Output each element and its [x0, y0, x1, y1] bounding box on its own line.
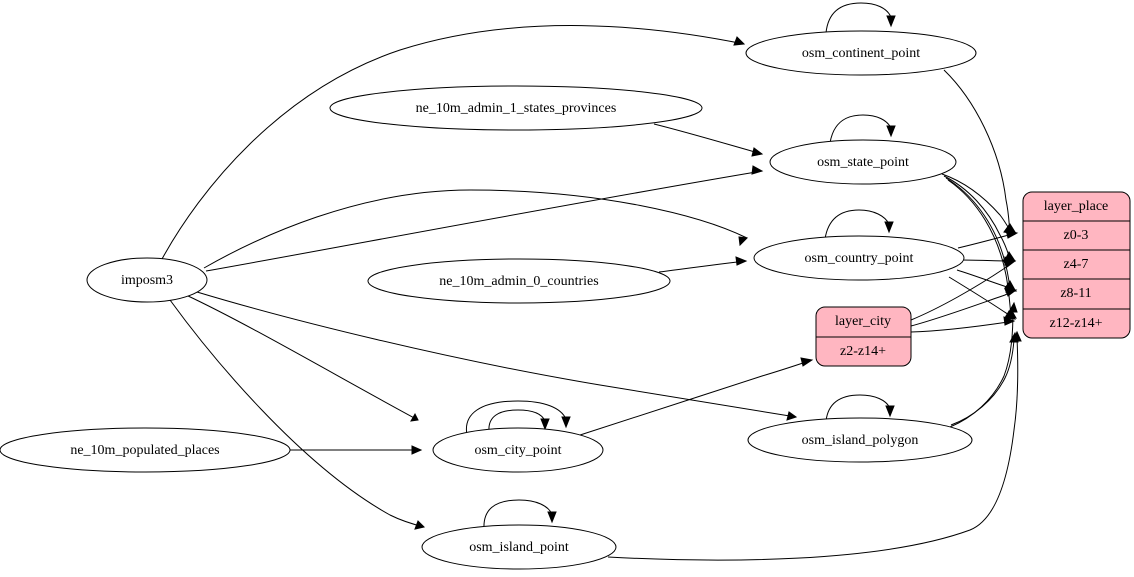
edge-ne_10m_populated_places-to-osm_city_point: [290, 445, 423, 455]
record-row-layer_city-z2-z14[interactable]: z2-z14+: [840, 344, 886, 359]
record-node-layer_city[interactable]: layer_city z2-z14+: [815, 306, 912, 367]
edges-layer: [161, 2, 1022, 561]
node-osm_country_point[interactable]: osm_country_point: [753, 235, 965, 281]
edge-osm_city_point-self-loop-inner: [488, 409, 550, 432]
edge-imposm3-to-osm_continent_point: [161, 25, 746, 260]
node-label-osm_continent_point: osm_continent_point: [802, 46, 920, 61]
edge-osm_continent_point-to-layer_place-z0-3: [943, 69, 1015, 235]
node-ne_10m_populated_places[interactable]: ne_10m_populated_places: [0, 427, 291, 473]
edge-layer_city-to-layer_place-z4-7: [910, 259, 1017, 321]
node-osm_city_point[interactable]: osm_city_point: [432, 427, 604, 473]
edge-osm_island_point-self-loop: [483, 499, 557, 530]
record-row-layer_place-z12-z14[interactable]: z12-z14+: [1050, 316, 1103, 331]
edge-ne_10m_admin_0_countries-to-osm_country_point: [658, 256, 748, 273]
edge-osm_country_point-to-layer_place-z0-3: [957, 229, 1019, 249]
node-label-osm_city_point: osm_city_point: [474, 443, 561, 458]
edge-osm_continent_point-self-loop: [825, 2, 896, 34]
edge-imposm3-to-osm_country_point: [203, 189, 749, 269]
record-row-layer_place-z8-11[interactable]: z8-11: [1060, 286, 1091, 301]
edge-osm_island_polygon-to-layer_place-z12-z14: [950, 331, 1019, 426]
edge-ne_10m_admin_1_states_provinces-to-osm_state_point: [653, 123, 764, 157]
edge-osm_state_point-self-loop: [829, 114, 896, 144]
edge-imposm3-to-osm_island_polygon: [196, 291, 798, 421]
edge-osm_island_polygon-self-loop: [825, 394, 895, 422]
node-ne_10m_admin_1_states_provinces[interactable]: ne_10m_admin_1_states_provinces: [329, 85, 703, 131]
edge-imposm3-to-osm_state_point: [205, 165, 764, 272]
edge-layer_city-to-layer_place-z8-11: [910, 288, 1018, 327]
edge-imposm3-to-osm_island_point: [169, 299, 425, 530]
record-nodes-layer: layer_place z0-3 z4-7 z8-11 z12-z14+ lay…: [815, 191, 1131, 367]
edge-osm_island_point-to-layer_place-z12-z14: [607, 330, 1022, 561]
node-label-imposm3: imposm3: [121, 273, 173, 288]
record-row-layer_place-z4-7[interactable]: z4-7: [1064, 257, 1089, 272]
edge-osm_state_point-to-layer_place-z8-11: [945, 177, 1016, 291]
node-osm_state_point[interactable]: osm_state_point: [769, 139, 957, 185]
node-osm_island_polygon[interactable]: osm_island_polygon: [747, 417, 973, 463]
record-node-layer_place[interactable]: layer_place z0-3 z4-7 z8-11 z12-z14+: [1022, 191, 1131, 339]
edge-osm_city_point-self-loop-outer: [465, 400, 571, 436]
node-label-ne_10m_populated_places: ne_10m_populated_places: [70, 443, 219, 458]
node-ne_10m_admin_0_countries[interactable]: ne_10m_admin_0_countries: [367, 258, 671, 304]
node-label-osm_state_point: osm_state_point: [817, 155, 909, 170]
node-label-osm_island_point: osm_island_point: [469, 540, 569, 555]
node-imposm3[interactable]: imposm3: [86, 257, 208, 303]
nodes-layer: imposm3 ne_10m_admin_1_states_provinces …: [0, 30, 977, 570]
node-osm_island_point[interactable]: osm_island_point: [421, 524, 617, 570]
record-row-layer_place-z0-3[interactable]: z0-3: [1064, 228, 1089, 243]
record-row-layer_place-title: layer_place: [1044, 199, 1109, 214]
node-label-osm_country_point: osm_country_point: [805, 251, 914, 266]
node-osm_continent_point[interactable]: osm_continent_point: [745, 30, 977, 76]
node-label-ne_10m_admin_1_states_provinces: ne_10m_admin_1_states_provinces: [416, 101, 617, 116]
record-row-layer_city-title: layer_city: [835, 314, 891, 329]
node-label-osm_island_polygon: osm_island_polygon: [802, 433, 919, 448]
edge-osm_city_point-to-layer_city-z2-z14: [576, 357, 814, 437]
edge-layer_city-to-layer_place-z12-z14: [910, 316, 1016, 333]
edge-imposm3-to-osm_city_point: [185, 294, 419, 422]
edge-osm_country_point-self-loop: [824, 209, 894, 240]
node-label-ne_10m_admin_0_countries: ne_10m_admin_0_countries: [439, 274, 598, 289]
